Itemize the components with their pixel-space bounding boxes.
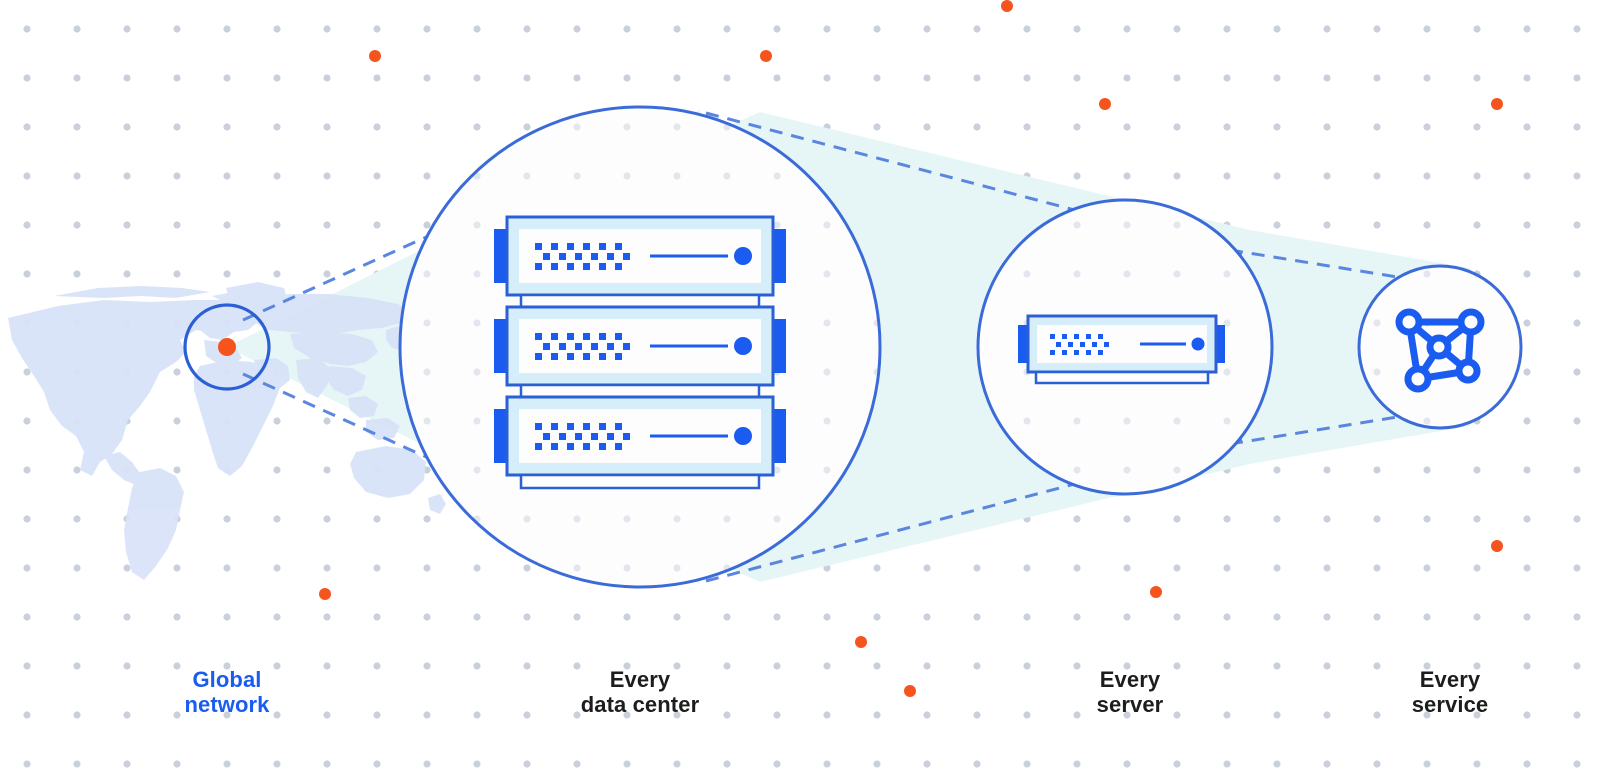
orange-dot [1001,0,1013,12]
mesh-node-center [1426,334,1452,360]
server-unit-1 [494,215,786,297]
dashed-lower-dc-to-server [705,438,1243,583]
orange-dot [760,50,772,62]
server-status-led-icon [734,337,752,355]
stage-label-service: Every service [1411,667,1489,717]
map-location-pin-icon [218,338,236,356]
orange-dot [1150,586,1162,598]
single-server-icon [1018,314,1225,385]
magnifier-circle-server [976,198,1274,496]
rack-base [519,473,761,490]
orange-dot [904,685,916,697]
magnifier-circle-global [183,303,271,391]
server-status-led-icon [734,247,752,265]
stage-label-server: Every server [1096,667,1164,717]
server-base [1034,370,1210,385]
orange-dot [1099,98,1111,110]
mesh-node-bottom-right [1455,358,1481,384]
server-unit-3 [494,395,786,477]
server-status-led-icon [1191,337,1205,351]
orange-dot [855,636,867,648]
orange-dot [1491,540,1503,552]
server-led-grid [535,243,630,270]
mesh-node-top-right [1457,308,1485,336]
orange-grid-dots [319,0,1503,697]
orange-dot [369,50,381,62]
server-unit-2 [494,305,786,387]
server-led-grid [1050,334,1109,355]
server-rack-icon [494,215,786,490]
dashed-upper-dc-to-server [705,111,1243,256]
stage-label-data-center: Every data center [580,667,700,717]
network-mesh-icon [1395,308,1485,393]
magnifier-circle-service [1357,264,1523,430]
mesh-node-bottom-left [1404,365,1432,393]
magnifier-circle-datacenter [398,105,882,589]
orange-dot [1491,98,1503,110]
orange-dot [319,588,331,600]
server-led-grid [535,333,630,360]
mesh-node-top-left [1395,308,1423,336]
world-map-silhouette [8,282,446,580]
server-led-grid [535,423,630,450]
server-status-led-icon [734,427,752,445]
stage-label-global-network: Global network [184,667,270,717]
